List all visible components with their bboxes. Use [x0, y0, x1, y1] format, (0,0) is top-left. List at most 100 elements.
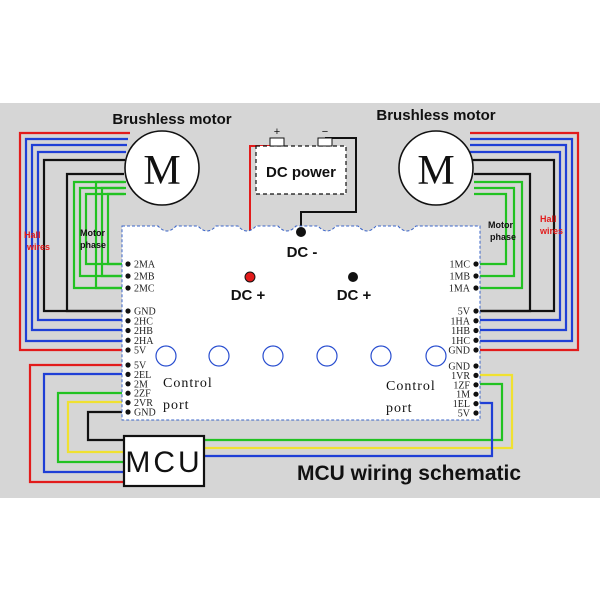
left-phase-pin-label: 2MA — [134, 260, 156, 271]
right-control-pin-label: 1VR — [451, 371, 470, 382]
right-hall-pin-label: 1HB — [451, 326, 470, 337]
right-hall-pin-dot — [473, 318, 479, 324]
hall-wire-left — [65, 172, 128, 313]
right-hall-pin-dot — [473, 327, 479, 334]
motor-right-circle — [398, 130, 474, 206]
right-control-pin-dot — [473, 410, 479, 416]
motor-left-title: Brushless motor — [112, 111, 231, 128]
hall-wire-left — [24, 137, 128, 343]
left-hall-pin-label: 2HC — [134, 316, 153, 327]
dc-power-plus-sign: + — [274, 126, 280, 138]
right-phase-pin-label: 1MA — [449, 284, 471, 295]
left-hall-pin-dot — [125, 347, 131, 353]
right-phase-pin-label: 1MC — [449, 260, 470, 271]
hall-wire-right — [470, 143, 568, 332]
phase-wire-left — [100, 186, 128, 278]
left-control-pin-label: 2EL — [134, 370, 151, 381]
hall-wire-right — [470, 137, 574, 343]
mounting-holes — [155, 345, 447, 367]
left-hall-pin-label: GND — [134, 307, 156, 318]
dc-minus-label: DC - — [287, 244, 318, 261]
hall-wire-left — [30, 143, 128, 332]
right-control-pin-label: 5V — [458, 409, 471, 420]
dc-power-terminal-minus — [317, 137, 333, 147]
right-control-pin-label: 1EL — [453, 399, 470, 410]
left-hall-pin-label: 2HB — [134, 326, 153, 337]
control-port-right-1: Control — [386, 379, 436, 394]
left-control-pin-label: 2ZF — [134, 389, 151, 400]
hall-wire-left — [18, 131, 130, 352]
left-control-pin-label: 5V — [134, 361, 147, 372]
motor-left: M — [124, 130, 200, 206]
right-phase-pin-label: 1MB — [449, 272, 470, 283]
dc-power-label: DC power — [266, 164, 336, 181]
right-hall-pin-label: 5V — [458, 307, 471, 318]
right-control-pin-dot — [473, 391, 479, 397]
phase-wire-left — [94, 180, 128, 290]
left-phase-pin-dot — [125, 273, 131, 279]
left-hall-pin-dot — [125, 337, 131, 343]
control-port-left-2: port — [163, 398, 190, 413]
dc-plus-right-dot — [348, 272, 358, 282]
mcu-box — [122, 434, 206, 488]
mounting-hole — [425, 345, 447, 367]
left-control-pin-dot — [125, 371, 131, 377]
phase-wire-right — [474, 180, 524, 290]
left-phase-pin-dot — [125, 261, 131, 267]
dc-plus-right-label: DC + — [337, 287, 372, 304]
phase-wire-right — [474, 192, 508, 266]
left-hall-pin-label: 5V — [134, 346, 147, 357]
left-control-pin-dot — [125, 400, 131, 406]
right-control-pin-dot — [473, 363, 479, 369]
mounting-hole — [370, 345, 392, 367]
dc-power-minus-sign: − — [322, 126, 328, 138]
left-control-pin-dot — [125, 409, 131, 415]
motor-left-symbol: M — [143, 148, 180, 194]
left-hall-pin-label: 2HA — [134, 336, 154, 347]
motor-right-symbol: M — [417, 148, 454, 194]
left-phase-pin-dot — [125, 285, 131, 291]
wires — [18, 131, 580, 484]
right-hall-pin-dot — [473, 337, 479, 343]
mounting-hole — [316, 345, 338, 367]
right-hall-pin-dot — [473, 308, 479, 314]
control-port-right-2: port — [386, 401, 413, 416]
hall-wire-right — [474, 172, 532, 313]
left-control-pin-label: GND — [134, 408, 156, 419]
left-control-pin-dot — [125, 390, 131, 396]
dc-power-terminal-plus — [269, 137, 285, 147]
control-wire-right — [204, 382, 504, 442]
caption: MCU wiring schematic — [297, 462, 521, 485]
left-control-pin-label: 2M — [134, 379, 148, 390]
phase-wire-right — [474, 186, 516, 278]
control-wire-left — [86, 410, 128, 442]
mcu-label: MCU — [125, 446, 202, 479]
left-control-pin-dot — [125, 362, 131, 368]
control-wire-right — [204, 401, 494, 458]
left-phase-pin-label: 2MC — [134, 284, 155, 295]
control-wire-left — [42, 372, 128, 474]
controller-board — [121, 225, 481, 421]
mounting-hole — [262, 345, 284, 367]
mounting-hole — [208, 345, 230, 367]
control-port-left-1: Control — [163, 376, 213, 391]
right-control-pin-dot — [473, 401, 479, 407]
hall-wire-right — [470, 150, 562, 322]
right-phase-pin-dot — [473, 273, 479, 279]
right-control-pin-dot — [473, 382, 479, 388]
left-hall-pin-dot — [125, 318, 131, 324]
right-control-pin-label: GND — [448, 362, 470, 373]
control-wire-left — [56, 391, 128, 464]
right-control-pin-label: 1M — [456, 390, 470, 401]
control-wire-left — [28, 363, 128, 484]
dc-plus-left-dot — [244, 271, 256, 283]
right-hall-pin-label: 1HC — [451, 336, 470, 347]
control-wire-right — [204, 373, 514, 450]
motor-right: M — [398, 130, 474, 206]
phase-wire-left — [106, 192, 128, 266]
